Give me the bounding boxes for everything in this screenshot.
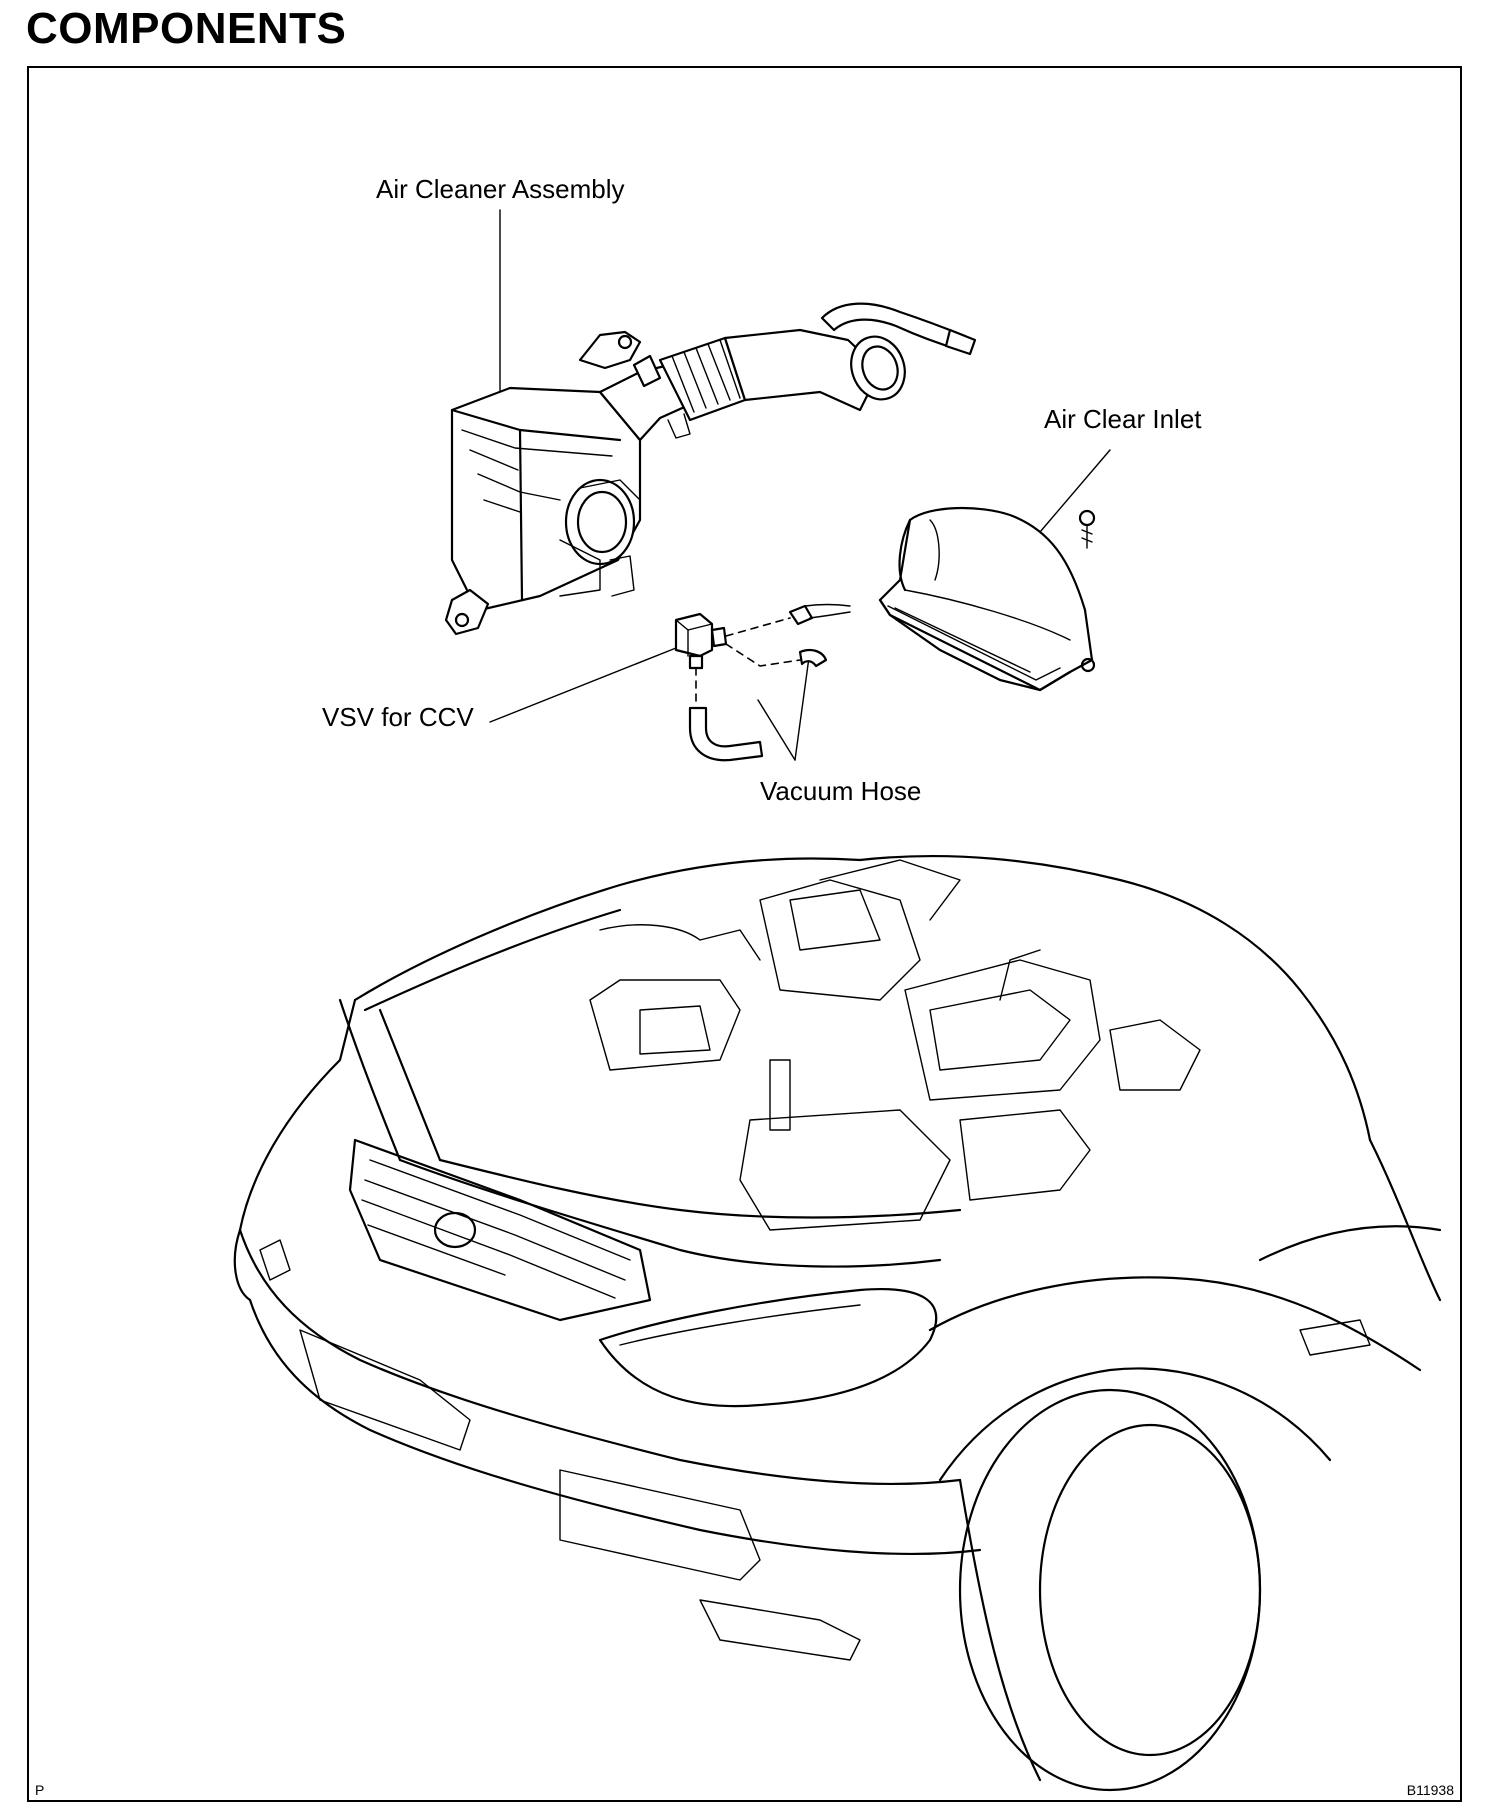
- air-clear-inlet-icon: [878, 449, 1111, 692]
- vsv-for-ccv-label: VSV for CCV: [322, 702, 474, 732]
- air-cleaner-assembly-icon: [444, 209, 977, 636]
- page-title: COMPONENTS: [26, 4, 347, 53]
- corner-left-code: P: [35, 1782, 45, 1798]
- figure-code: B11938: [1406, 1782, 1454, 1798]
- vehicle-front-icon: [233, 855, 1442, 1792]
- air-clear-inlet-label: Air Clear Inlet: [1044, 404, 1202, 434]
- air-cleaner-assembly-label: Air Cleaner Assembly: [376, 174, 625, 204]
- vacuum-hose-label: Vacuum Hose: [760, 776, 922, 806]
- diagram-frame: P B11938: [27, 66, 1462, 1802]
- vsv-icon: [489, 603, 851, 723]
- vacuum-hose-icon: [688, 643, 828, 762]
